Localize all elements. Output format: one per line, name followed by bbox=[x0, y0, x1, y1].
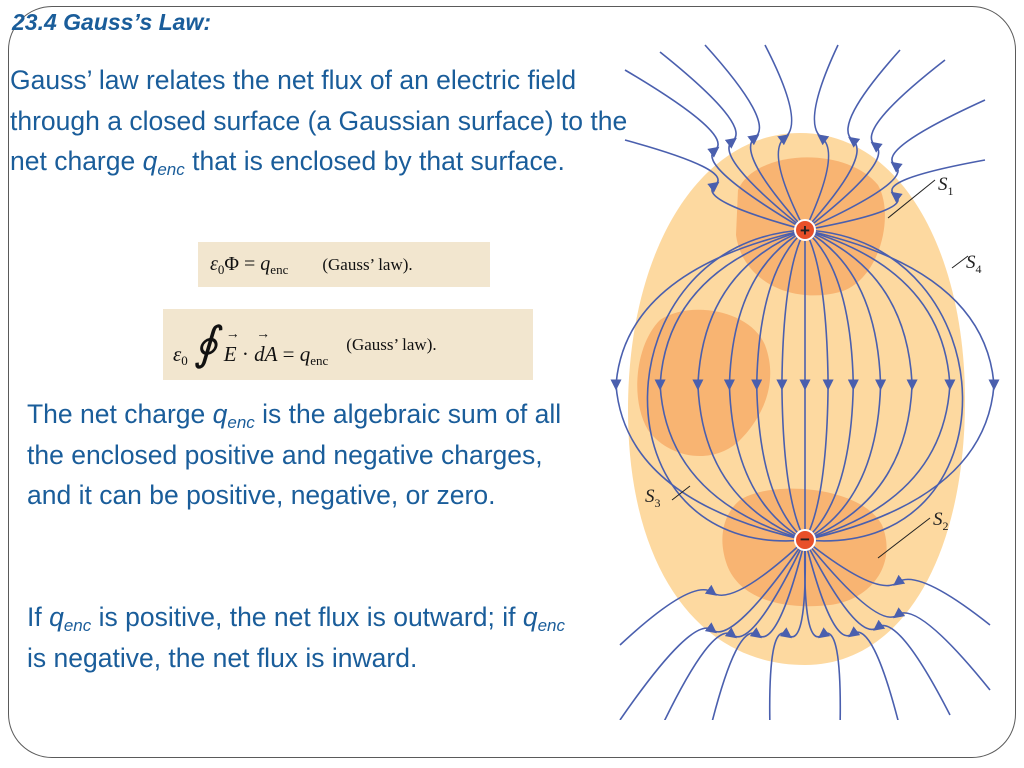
field-line bbox=[804, 229, 956, 541]
field-line bbox=[804, 159, 986, 231]
field-lines bbox=[610, 44, 1000, 720]
field-line bbox=[804, 49, 901, 231]
svg-text:−: − bbox=[800, 530, 810, 549]
field-line bbox=[663, 539, 806, 720]
field-line bbox=[804, 229, 1000, 541]
field-line bbox=[624, 139, 806, 231]
label-leader-lines bbox=[671, 179, 969, 559]
gauss-law-equation: ε0Φ = qenc (Gauss’ law). bbox=[198, 242, 490, 287]
dipole-field-diagram: + − S1 S4 S3 S2 bbox=[610, 44, 1000, 720]
svg-text:+: + bbox=[800, 221, 810, 240]
field-line bbox=[804, 539, 991, 691]
field-line bbox=[804, 539, 951, 716]
intro-text-before: Gauss’ law relates the net flux of an el… bbox=[10, 65, 628, 176]
slide-title: 23.4 Gauss’s Law: bbox=[12, 9, 212, 35]
equation-label: (Gauss’ law). bbox=[322, 254, 413, 274]
slide-frame bbox=[8, 6, 1016, 758]
field-line bbox=[804, 59, 946, 231]
field-line bbox=[654, 229, 806, 541]
field-line bbox=[804, 44, 839, 231]
gauss-law-integral-equation: ε0∮E · dA = qenc (Gauss’ law). bbox=[163, 309, 533, 380]
field-line bbox=[803, 539, 842, 720]
closed-integral-symbol: ∮ bbox=[193, 317, 218, 369]
field-line bbox=[704, 44, 806, 231]
field-line bbox=[804, 229, 859, 541]
positive-charge: + bbox=[794, 219, 816, 241]
negative-charge: − bbox=[794, 529, 816, 551]
field-line bbox=[619, 539, 806, 646]
flux-sign-paragraph: If qenc is positive, the net flux is out… bbox=[27, 602, 565, 673]
label-s3: S3 bbox=[645, 486, 661, 510]
field-line bbox=[804, 229, 964, 542]
gaussian-surface-s3 bbox=[637, 309, 771, 457]
field-line bbox=[804, 229, 887, 541]
label-s4: S4 bbox=[966, 252, 982, 276]
field-line bbox=[804, 229, 834, 541]
equation-label: (Gauss’ law). bbox=[346, 334, 437, 354]
field-line bbox=[692, 229, 806, 541]
field-line bbox=[723, 229, 806, 541]
field-line bbox=[804, 539, 991, 626]
field-line bbox=[619, 539, 806, 720]
field-line bbox=[804, 229, 918, 541]
intro-q-enc: qenc bbox=[142, 146, 185, 179]
field-line bbox=[768, 539, 807, 720]
field-line bbox=[804, 539, 899, 720]
label-s1: S1 bbox=[938, 174, 954, 198]
net-charge-paragraph: The net charge qenc is the algebraic sum… bbox=[27, 399, 562, 510]
field-line bbox=[804, 99, 986, 231]
field-line bbox=[751, 229, 806, 541]
field-line bbox=[610, 229, 806, 541]
field-line bbox=[776, 229, 806, 541]
field-line bbox=[764, 44, 806, 231]
intro-text-after: that is enclosed by that surface. bbox=[184, 146, 565, 176]
field-line bbox=[711, 539, 806, 720]
field-line bbox=[659, 51, 806, 231]
field-line bbox=[646, 229, 806, 542]
label-s2: S2 bbox=[933, 509, 949, 533]
intro-paragraph: Gauss’ law relates the net flux of an el… bbox=[10, 60, 630, 182]
field-line bbox=[624, 69, 806, 231]
